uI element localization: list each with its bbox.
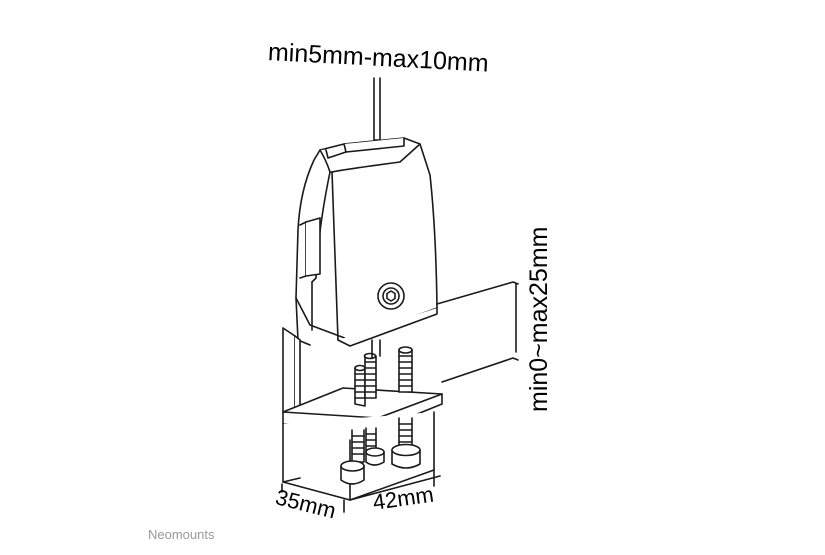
clamp-head [295, 137, 438, 347]
set-screw-icon [377, 282, 405, 310]
threaded-rods [354, 339, 413, 407]
lower-rods [351, 417, 413, 463]
desk-thickness-label: min0~max25mm [525, 226, 553, 412]
brand-logo-text: Neomounts [148, 527, 215, 542]
glass-panel [373, 77, 381, 141]
bracket-upright [282, 327, 301, 419]
dimension-lines [281, 281, 519, 513]
thumb-knobs [340, 443, 421, 485]
